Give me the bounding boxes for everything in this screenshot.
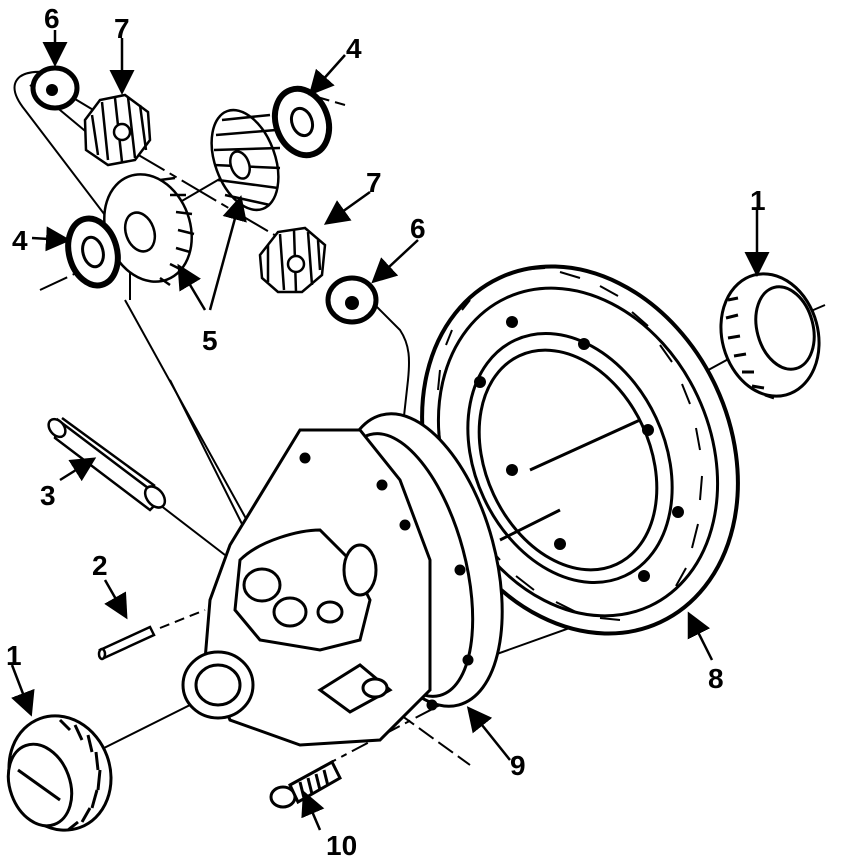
ring-gear-bolt-10 xyxy=(269,759,342,809)
pinion-gear-7-top xyxy=(83,93,152,167)
callout-4-top: 4 xyxy=(346,33,362,64)
callout-1-left: 1 xyxy=(6,640,22,671)
callout-6-right: 6 xyxy=(410,213,426,244)
callout-arrows xyxy=(10,30,770,831)
side-gear-5-upper xyxy=(210,108,281,212)
bearing-1-right xyxy=(719,272,821,400)
callout-1-right: 1 xyxy=(750,185,766,216)
callout-2: 2 xyxy=(92,550,108,581)
callout-5: 5 xyxy=(202,325,218,356)
pinion-gear-7-right xyxy=(258,226,327,294)
differential-case-9 xyxy=(181,412,504,747)
thrust-washer-4-top xyxy=(271,85,333,159)
callout-3: 3 xyxy=(40,480,56,511)
thrust-washer-6-right xyxy=(325,275,379,325)
callout-10: 10 xyxy=(326,830,357,861)
callout-9: 9 xyxy=(510,750,526,781)
side-gear-5-lower xyxy=(103,173,195,287)
bearing-1-left xyxy=(6,714,113,832)
callout-7-right: 7 xyxy=(366,167,382,198)
callout-6-top: 6 xyxy=(44,3,60,34)
thrust-washer-4-left xyxy=(65,215,121,289)
lock-pin-2 xyxy=(97,625,156,661)
callout-7-top: 7 xyxy=(114,13,130,44)
thrust-washer-6-top xyxy=(30,65,80,111)
callout-8: 8 xyxy=(708,663,724,694)
callout-4-left: 4 xyxy=(12,225,28,256)
callout-labels: 6 7 4 4 7 6 5 1 3 2 1 8 9 10 xyxy=(6,3,766,861)
ring-gear-bolt-holes xyxy=(474,316,684,582)
pinion-shaft-3 xyxy=(47,416,167,512)
